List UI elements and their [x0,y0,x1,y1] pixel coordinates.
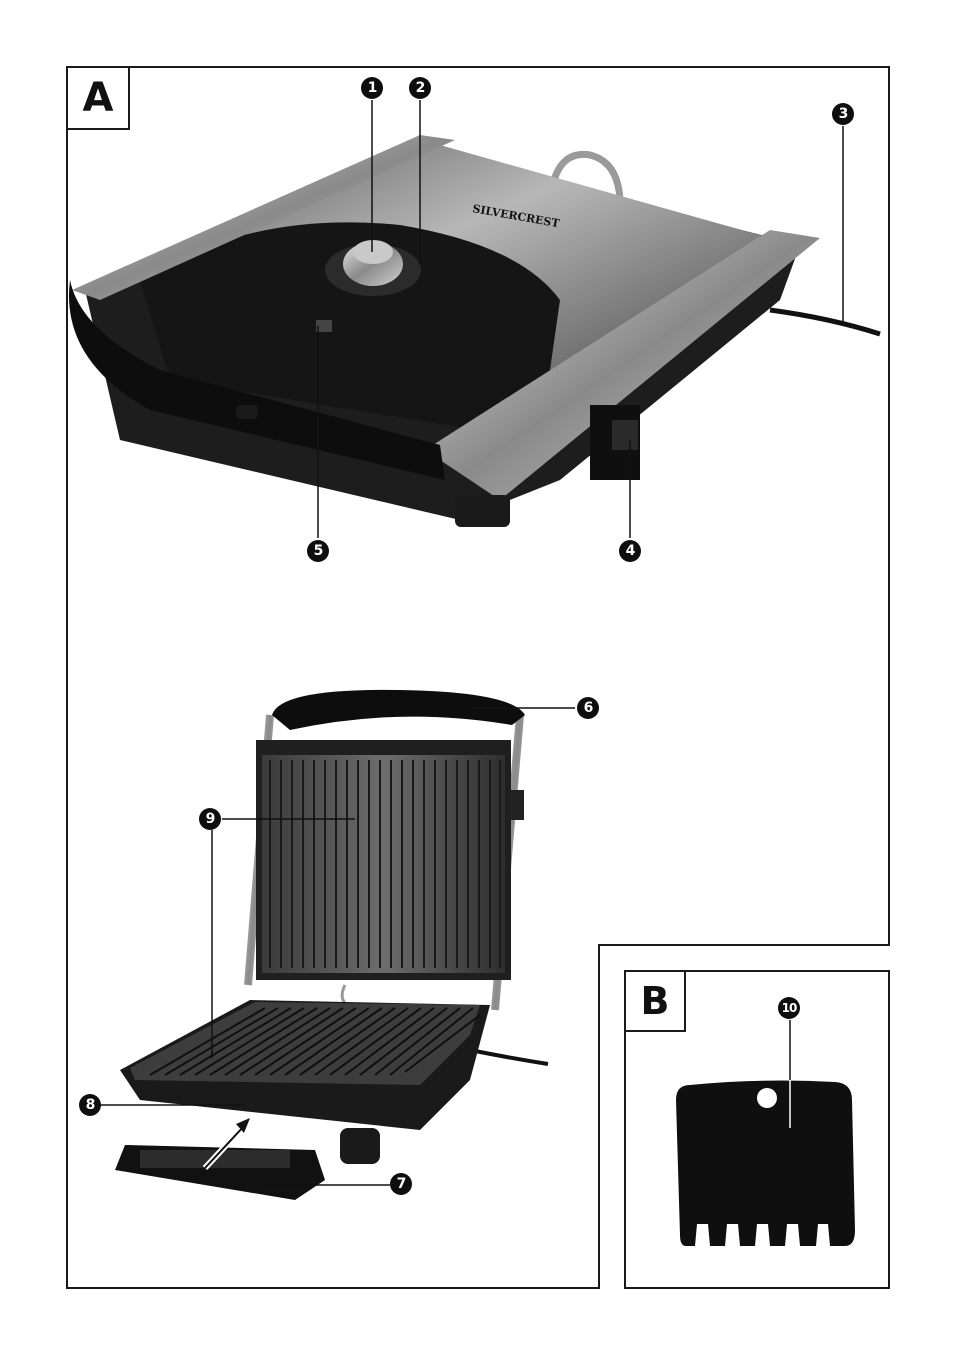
callout-8-badge: 8 [79,1094,101,1116]
callout-10-badge: 10 [778,997,800,1019]
callout-2-badge: 2 [409,77,431,99]
callout-7-badge: 7 [390,1173,412,1195]
callout-3-badge: 3 [832,103,854,125]
callout-5-badge: 5 [307,540,329,562]
closed-grill-illustration [69,135,880,527]
callout-6-badge: 6 [577,697,599,719]
callout-1-badge: 1 [361,77,383,99]
open-grill-illustration [115,690,548,1200]
scraper-illustration [676,1020,855,1246]
callout-9-badge: 9 [199,808,221,830]
callout-4-badge: 4 [619,540,641,562]
